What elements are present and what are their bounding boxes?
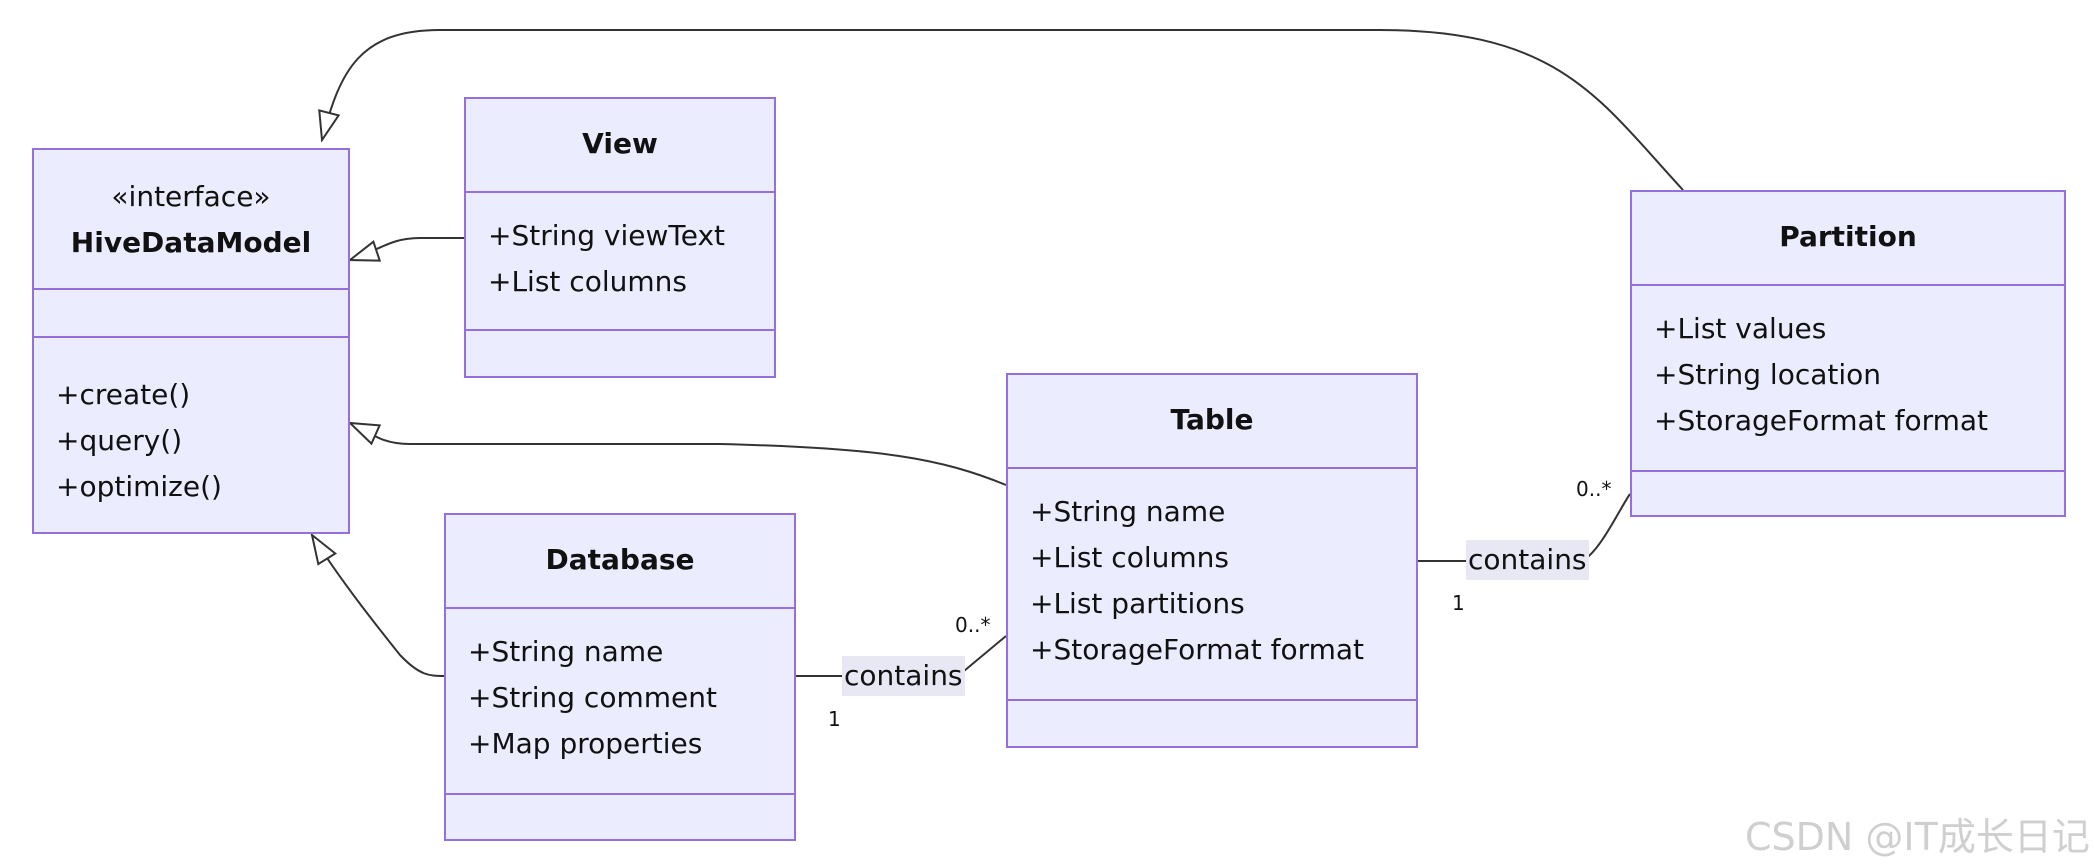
class-header: View xyxy=(466,99,774,193)
watermark: CSDN @IT成长日记 xyxy=(1745,815,2090,859)
method: +optimize() xyxy=(56,470,222,503)
class-header: Database xyxy=(446,515,794,609)
method: +query() xyxy=(56,424,183,457)
attribute: +StorageFormat format xyxy=(1030,633,1365,666)
stereotype-label: «interface» xyxy=(111,180,271,213)
attribute: +String viewText xyxy=(488,219,726,252)
class-header: «interface» HiveDataModel xyxy=(34,150,348,290)
class-name: View xyxy=(582,127,658,160)
attributes-section: +List values +String location +StorageFo… xyxy=(1632,286,2064,472)
attribute: +String comment xyxy=(468,681,717,714)
multiplicity-table-side: 0..* xyxy=(955,613,991,637)
relation-label-db-table: contains xyxy=(842,656,965,696)
attribute: +Map properties xyxy=(468,727,703,760)
attribute: +String location xyxy=(1654,358,1882,391)
multiplicity-partition-side: 0..* xyxy=(1576,477,1612,501)
inheritance-partition-hive xyxy=(322,29,1684,191)
class-partition: Partition +List values +String location … xyxy=(1630,190,2066,517)
class-name: Partition xyxy=(1779,220,1917,253)
attribute: +String name xyxy=(1030,495,1226,528)
multiplicity-db-side: 1 xyxy=(828,707,841,731)
inheritance-view-hive xyxy=(350,237,464,260)
relation-label-table-partition: contains xyxy=(1466,540,1589,580)
methods-section xyxy=(1008,701,1416,748)
class-name: Table xyxy=(1170,403,1254,436)
attributes-section: +String viewText +List columns xyxy=(466,193,774,331)
inheritance-database-hive xyxy=(312,535,445,677)
class-table: Table +String name +List columns +List p… xyxy=(1006,373,1418,748)
methods-section: +create() +query() +optimize() xyxy=(34,338,348,534)
attribute: +List columns xyxy=(488,265,687,298)
attributes-section: +String name +String comment +Map proper… xyxy=(446,609,794,795)
attribute: +List values xyxy=(1654,312,1827,345)
attributes-section xyxy=(34,290,348,338)
attributes-section: +String name +List columns +List partiti… xyxy=(1008,469,1416,701)
methods-section xyxy=(446,795,794,841)
methods-section xyxy=(466,331,774,378)
class-header: Table xyxy=(1008,375,1416,469)
methods-section xyxy=(1632,472,2064,517)
inheritance-table-hive xyxy=(350,423,1007,486)
class-database: Database +String name +String comment +M… xyxy=(444,513,796,841)
multiplicity-table-side: 1 xyxy=(1452,591,1465,615)
class-name: HiveDataModel xyxy=(70,226,312,259)
attribute: +List columns xyxy=(1030,541,1229,574)
class-view: View +String viewText +List columns xyxy=(464,97,776,378)
attribute: +StorageFormat format xyxy=(1654,404,1989,437)
method: +create() xyxy=(56,378,191,411)
attribute: +String name xyxy=(468,635,664,668)
class-hivedatamodel: «interface» HiveDataModel +create() +que… xyxy=(32,148,350,534)
attribute: +List partitions xyxy=(1030,587,1245,620)
class-header: Partition xyxy=(1632,192,2064,286)
class-name: Database xyxy=(545,543,695,576)
